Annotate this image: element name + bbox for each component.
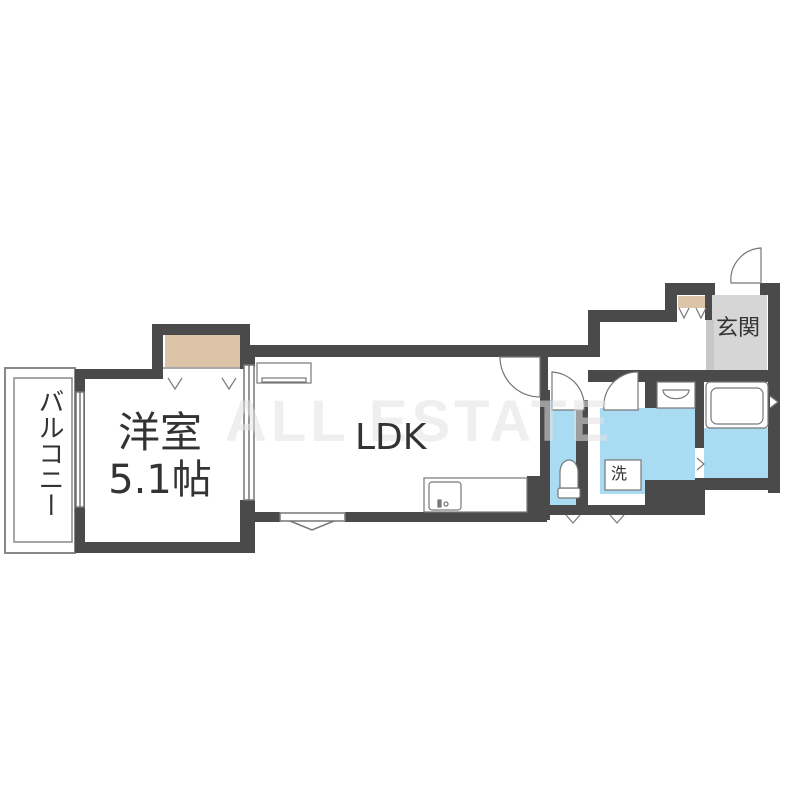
bathtub-icon (696, 381, 779, 471)
closet-storage (165, 335, 240, 367)
washbasin-icon (656, 381, 696, 409)
entrance-label: 玄関 (716, 316, 761, 341)
washer-label: 洗 (611, 464, 628, 483)
western-room-name: 洋室 (117, 408, 202, 457)
air-conditioner-icon (256, 362, 312, 384)
doors (499, 247, 762, 524)
watermark: ALL ESTATE (225, 389, 613, 454)
washer-space (604, 459, 642, 491)
shoe-storage (678, 296, 708, 308)
western-room-size: 5.1帖 (108, 457, 212, 503)
windows (75, 364, 346, 531)
balcony-label: バルコニー (34, 388, 64, 518)
balcony-area (4, 367, 76, 554)
toilet-icon (557, 459, 581, 499)
closet-doors (163, 307, 707, 391)
kitchen-counter (423, 477, 528, 513)
walls (75, 283, 780, 553)
ldk-label: LDK (355, 417, 427, 458)
western-room-label: 洋室 5.1帖 (100, 412, 220, 503)
entrance-floor (712, 295, 767, 370)
